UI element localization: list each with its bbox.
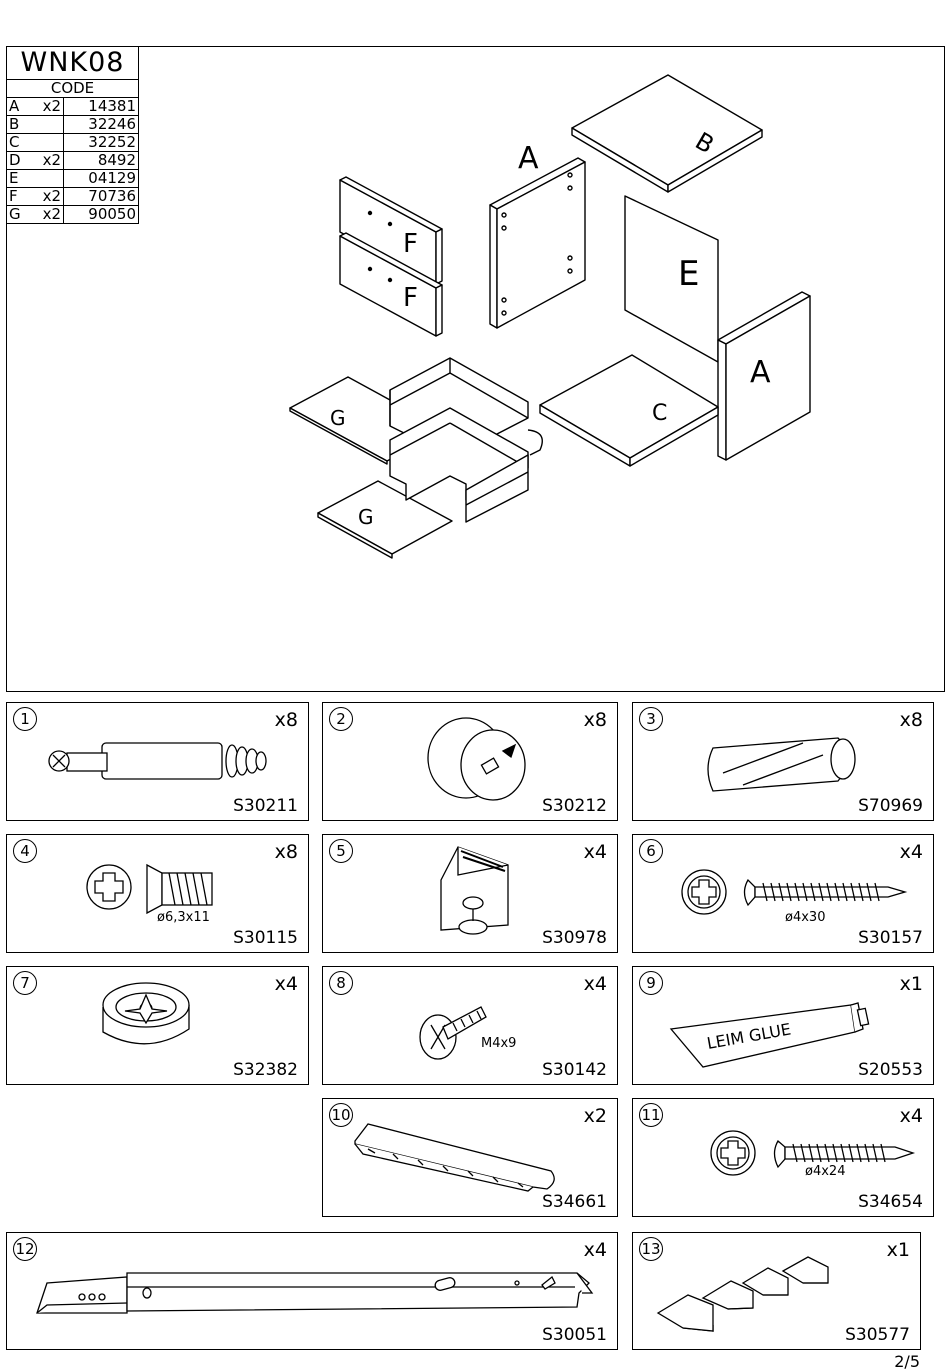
- code-header: CODE: [6, 79, 139, 98]
- hardware-item-2: 2 x8 S30212: [322, 702, 618, 821]
- item-quantity: x8: [899, 709, 923, 731]
- item-number: 4: [13, 839, 37, 863]
- panel-b: B: [571, 74, 763, 193]
- label-g-lower: G: [358, 505, 374, 529]
- euro-screw-icon: ø6,3x11: [86, 863, 213, 925]
- drawer-handle-icon: [354, 1123, 555, 1192]
- exploded-diagram: B A E A C F F: [289, 74, 811, 559]
- size-label: ø6,3x11: [157, 910, 210, 925]
- panel-a-top: A: [489, 141, 586, 329]
- label-e: E: [678, 254, 699, 294]
- item-number: 3: [639, 707, 663, 731]
- hardware-item-8: 8 x4 S30142 M4x9: [322, 966, 618, 1085]
- item-number: 11: [639, 1103, 663, 1127]
- hardware-item-9: 9 x1 S20553 LEIM GLUE: [632, 966, 934, 1085]
- item-number: 8: [329, 971, 353, 995]
- hardware-item-12: 12 x4 S30051: [6, 1232, 618, 1350]
- item-number: 7: [13, 971, 37, 995]
- hardware-item-4: 4 x8 S30115 ø6,3x11: [6, 834, 309, 953]
- item-quantity: x8: [583, 709, 607, 731]
- item-code: S70969: [858, 796, 923, 816]
- corner-bracket-icon: [440, 846, 509, 935]
- hardware-item-6: 6 x4 S30157 ø4x30: [632, 834, 934, 953]
- item-number: 9: [639, 971, 663, 995]
- item-code: S30157: [858, 928, 923, 948]
- drawer-runner-icon: [36, 1272, 594, 1314]
- hardware-item-13: 13 x1 S30577: [632, 1232, 921, 1350]
- exploded-view-frame: [6, 46, 945, 692]
- glue-tube-icon: LEIM GLUE: [669, 1002, 870, 1068]
- drawer-bottom-g-lower: G: [317, 480, 453, 559]
- item-code: S30211: [233, 796, 298, 816]
- wood-screw-icon: ø4x30: [681, 869, 908, 925]
- panel-a-side: A: [717, 291, 811, 461]
- item-code: S34661: [542, 1192, 607, 1212]
- item-number: 5: [329, 839, 353, 863]
- hardware-item-1: 1 x8 S30211: [6, 702, 309, 821]
- item-code: S30577: [845, 1325, 910, 1345]
- item-code: S30142: [542, 1060, 607, 1080]
- page-number: 2/5: [894, 1352, 920, 1371]
- hardware-item-7: 7 x4 S32382: [6, 966, 309, 1085]
- short-screw-icon: ø4x24: [710, 1130, 916, 1179]
- label-f-lower: F: [403, 283, 418, 313]
- item-quantity: x1: [886, 1239, 910, 1261]
- item-number: 1: [13, 707, 37, 731]
- foot-glide-icon: [102, 982, 190, 1045]
- item-quantity: x4: [583, 1239, 607, 1261]
- cam-lock-icon: [427, 717, 526, 801]
- item-quantity: x1: [899, 973, 923, 995]
- item-number: 13: [639, 1237, 663, 1261]
- item-number: 2: [329, 707, 353, 731]
- machine-screw-icon: M4x9: [419, 1006, 516, 1060]
- item-code: S30978: [542, 928, 607, 948]
- model-title: WNK08: [6, 46, 139, 80]
- drawer-rails: [389, 357, 543, 523]
- hardware-item-11: 11 x4 S34654 ø4x24: [632, 1098, 934, 1217]
- item-code: S30051: [542, 1325, 607, 1345]
- size-label: M4x9: [481, 1036, 516, 1051]
- item-code: S30212: [542, 796, 607, 816]
- label-c: C: [652, 401, 667, 426]
- size-label: ø4x24: [805, 1164, 845, 1179]
- item-quantity: x8: [274, 709, 298, 731]
- label-f-upper: F: [403, 229, 418, 259]
- item-number: 10: [329, 1103, 353, 1127]
- hardware-item-10: 10 x2 S34661: [322, 1098, 618, 1217]
- item-quantity: x4: [583, 973, 607, 995]
- item-quantity: x4: [899, 841, 923, 863]
- panel-e: E: [624, 195, 719, 363]
- felt-pads-icon: [656, 1256, 829, 1332]
- item-code: S34654: [858, 1192, 923, 1212]
- drawer-front-f-lower: F: [339, 232, 443, 337]
- label-g-upper: G: [330, 406, 346, 430]
- hardware-item-5: 5 x4 S30978: [322, 834, 618, 953]
- item-code: S20553: [858, 1060, 923, 1080]
- cam-bolt-icon: [48, 742, 267, 780]
- item-code: S32382: [233, 1060, 298, 1080]
- item-number: 12: [13, 1237, 37, 1261]
- panel-c: C: [539, 354, 719, 467]
- item-quantity: x8: [274, 841, 298, 863]
- item-quantity: x4: [274, 973, 298, 995]
- wood-dowel-icon: [707, 737, 856, 792]
- item-code: S30115: [233, 928, 298, 948]
- label-a-top: A: [518, 141, 539, 176]
- item-quantity: x2: [583, 1105, 607, 1127]
- label-a-side: A: [750, 355, 771, 390]
- hardware-item-3: 3 x8 S70969: [632, 702, 934, 821]
- item-number: 6: [639, 839, 663, 863]
- size-label: ø4x30: [785, 910, 825, 925]
- item-quantity: x4: [583, 841, 607, 863]
- item-quantity: x4: [899, 1105, 923, 1127]
